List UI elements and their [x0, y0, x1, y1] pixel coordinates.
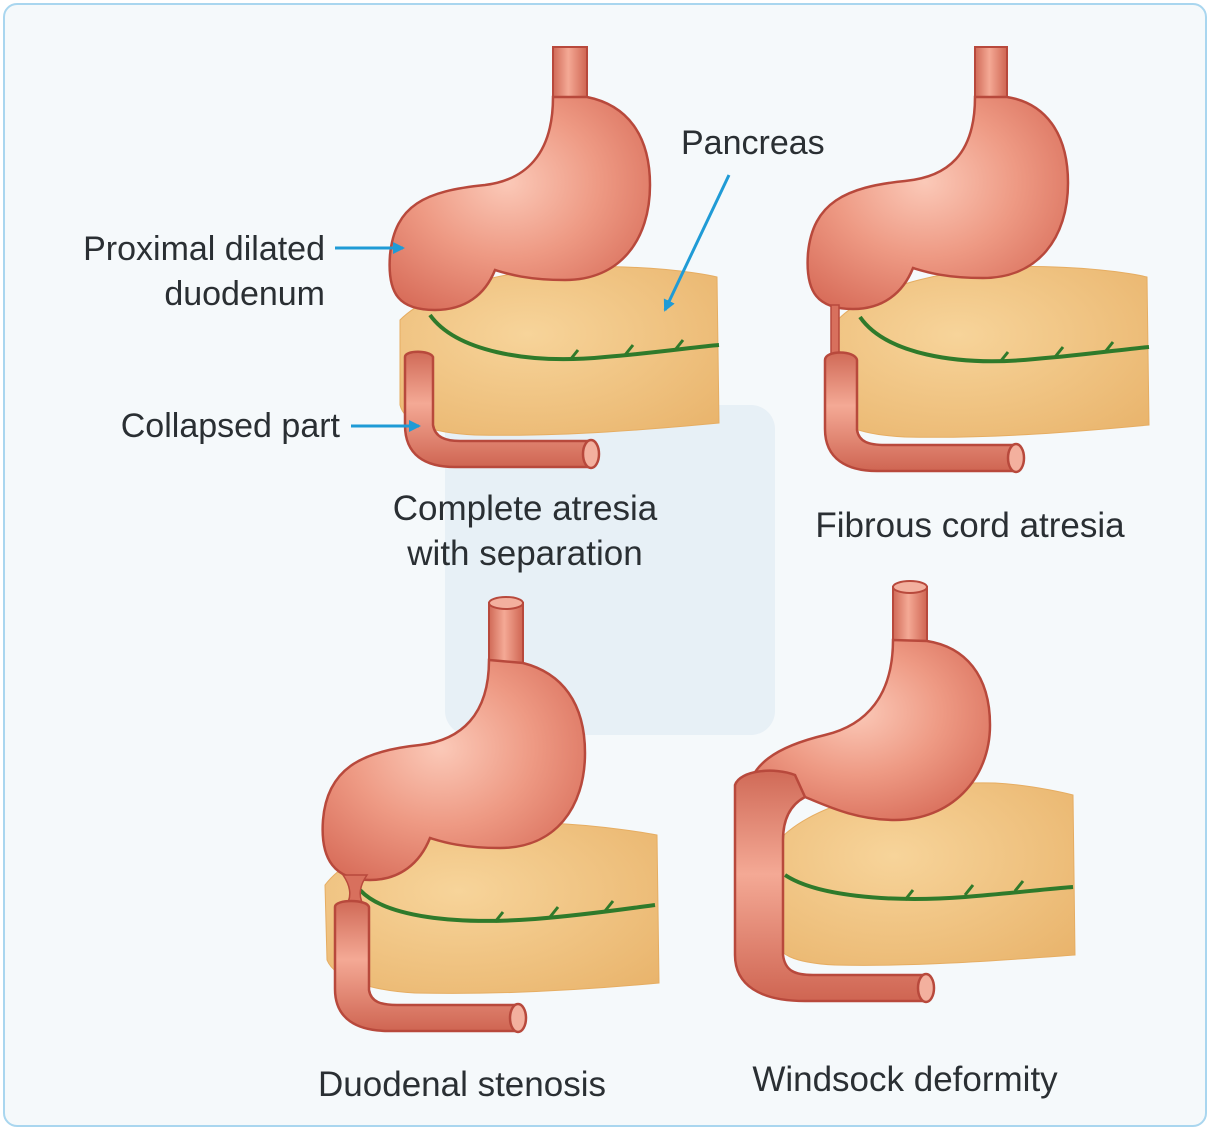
caption-stenosis: Duodenal stenosis [318, 1065, 606, 1104]
label-proximal-line1: Proximal dilated [83, 230, 325, 268]
caption-fibrous: Fibrous cord atresia [815, 506, 1125, 545]
panel-fibrous-cord [808, 47, 1149, 472]
panel-complete-atresia [390, 47, 719, 468]
caption-complete-line1: Complete atresia [393, 489, 658, 528]
label-pancreas: Pancreas [681, 124, 825, 162]
label-collapsed: Collapsed part [121, 407, 341, 445]
diagram-frame: Proximal dilated duodenum Collapsed part… [3, 3, 1207, 1127]
panel-windsock [735, 581, 1075, 1002]
label-proximal-line2: duodenum [164, 275, 325, 313]
caption-complete-line2: with separation [406, 534, 642, 573]
duodenal-atresia-diagram: Proximal dilated duodenum Collapsed part… [5, 5, 1207, 1127]
caption-windsock: Windsock deformity [752, 1060, 1058, 1099]
